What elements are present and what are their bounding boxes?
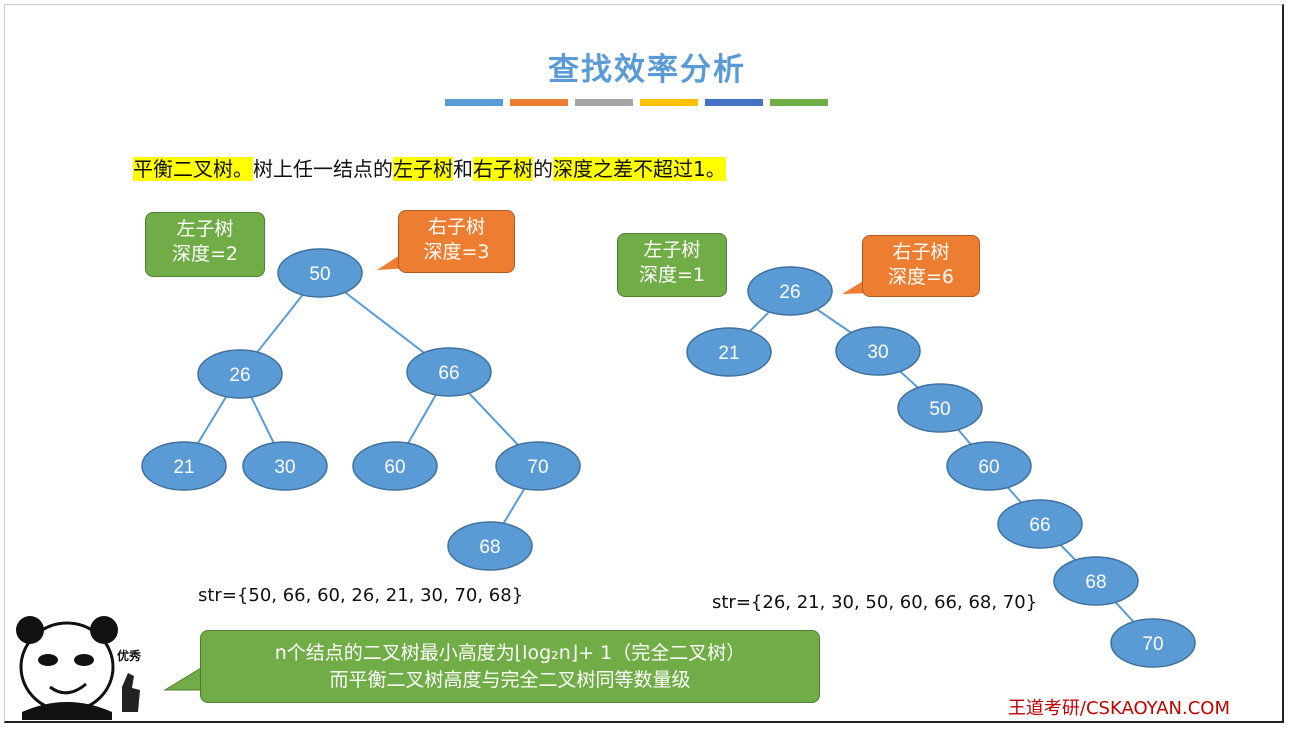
definition-text: 平衡二叉树。树上任一结点的左子树和右子树的深度之差不超过1。	[133, 153, 726, 182]
right-tree-node-60	[946, 441, 1032, 491]
title-underline-bars	[445, 99, 828, 106]
left-tree-node-21	[141, 441, 227, 491]
color-bar	[770, 99, 828, 106]
left-tree-node-68	[447, 521, 533, 571]
left-tree-insert-sequence: str={50, 66, 60, 26, 21, 30, 70, 68}	[198, 585, 524, 606]
callout-line: 深度=1	[638, 264, 705, 286]
right-tree-node-30	[835, 326, 921, 376]
callout-line: 左子树	[643, 239, 701, 261]
left-tree-node-label: 68	[479, 537, 500, 558]
sticker-caption: 优秀	[117, 649, 142, 663]
right-tree-node-label: 60	[978, 457, 999, 478]
right-tree-right-depth-callout: 右子树 深度=6	[862, 235, 980, 297]
left-tree-node-70	[495, 441, 581, 491]
desc-part: 和	[453, 157, 473, 181]
right-tree-node-label: 70	[1142, 634, 1163, 655]
left-tree-node-26	[197, 349, 283, 399]
color-bar	[510, 99, 568, 106]
slide-frame	[4, 4, 1284, 723]
desc-part: 深度之差不超过1。	[553, 157, 726, 181]
left-tree-node-66	[406, 347, 492, 397]
note-line: 而平衡二叉树高度与完全二叉树同等数量级	[329, 669, 691, 691]
right-tree-node-label: 66	[1029, 515, 1050, 536]
callout-line: 右子树	[892, 241, 950, 263]
right-tree-node-label: 68	[1085, 572, 1106, 593]
callout-line: 右子树	[427, 216, 485, 238]
left-tree-node-label: 30	[274, 457, 295, 478]
color-bar	[445, 99, 503, 106]
right-tree-node-68	[1053, 556, 1139, 606]
right-tree-node-66	[997, 499, 1083, 549]
panda-meme-icon	[16, 616, 140, 720]
note-line: n个结点的二叉树最小高度为⌊log₂n⌋+ 1（完全二叉树）	[274, 642, 746, 664]
right-tree-node-21	[686, 327, 772, 377]
right-tree-node-label: 26	[779, 282, 800, 303]
brand-footer: 王道考研/CSKAOYAN.COM	[1007, 698, 1230, 719]
right-tree-insert-sequence: str={26, 21, 30, 50, 60, 66, 68, 70}	[712, 592, 1038, 613]
left-tree-node-50	[277, 248, 363, 298]
desc-part: 右子树	[473, 157, 533, 181]
right-tree-node-label: 50	[929, 399, 950, 420]
left-tree-left-depth-callout: 左子树 深度=2	[145, 212, 265, 277]
desc-part: 左子树	[393, 157, 453, 181]
left-tree-right-depth-callout: 右子树 深度=3	[398, 210, 515, 273]
left-tree-node-60	[352, 441, 438, 491]
right-tree-node-label: 30	[867, 342, 888, 363]
left-tree-node-label: 50	[309, 264, 330, 285]
color-bar	[575, 99, 633, 106]
callout-line: 深度=6	[887, 266, 954, 288]
left-tree-node-label: 66	[438, 363, 459, 384]
slide-title: 查找效率分析	[548, 52, 746, 88]
desc-part: 平衡二叉树。	[133, 157, 253, 181]
desc-part: 树上任一结点的	[253, 157, 393, 181]
left-tree-node-label: 21	[173, 457, 194, 478]
color-bar	[640, 99, 698, 106]
height-note-callout: n个结点的二叉树最小高度为⌊log₂n⌋+ 1（完全二叉树） 而平衡二叉树高度与…	[200, 630, 820, 703]
left-tree-node-label: 60	[384, 457, 405, 478]
callout-line: 深度=3	[423, 241, 490, 263]
right-tree-node-50	[897, 383, 983, 433]
desc-part: 的	[533, 157, 553, 181]
right-tree-left-depth-callout: 左子树 深度=1	[617, 233, 727, 297]
color-bar	[705, 99, 763, 106]
callout-line: 左子树	[176, 218, 234, 240]
right-tree-node-label: 21	[718, 343, 739, 364]
left-tree-node-label: 26	[229, 365, 250, 386]
left-tree-node-30	[242, 441, 328, 491]
callout-line: 深度=2	[171, 243, 238, 265]
left-tree-node-label: 70	[527, 457, 548, 478]
right-tree-node-26	[747, 266, 833, 316]
right-tree-node-70	[1110, 618, 1196, 668]
